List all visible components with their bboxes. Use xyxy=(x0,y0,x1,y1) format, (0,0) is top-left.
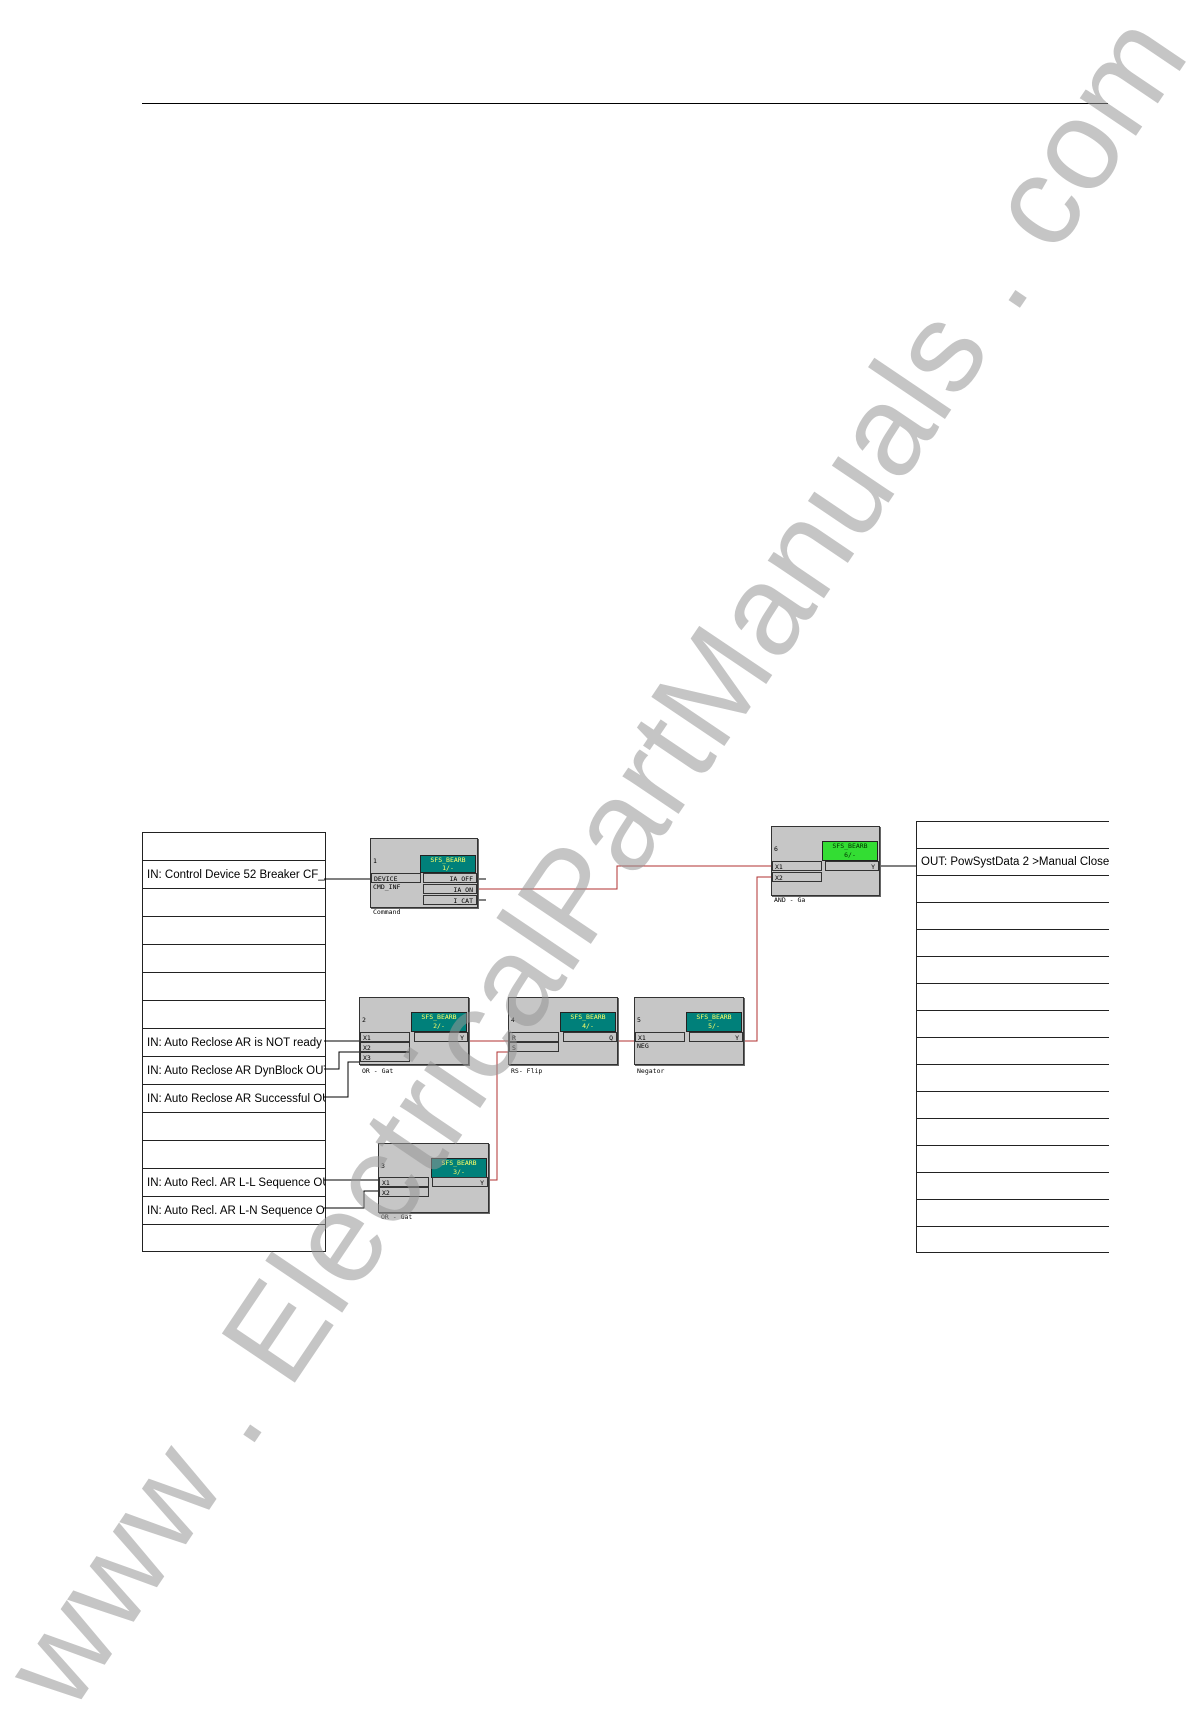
badge-index: 1/- xyxy=(442,864,454,872)
output-port[interactable]: I_CAT xyxy=(423,895,477,905)
input-port[interactable]: X3 xyxy=(360,1052,410,1062)
input-row xyxy=(143,944,325,972)
output-port[interactable]: Y xyxy=(825,861,879,871)
input-port[interactable]: R xyxy=(509,1032,559,1042)
output-port[interactable]: Y xyxy=(689,1032,743,1042)
output-row xyxy=(917,1091,1109,1118)
rs-flipflop-block[interactable]: 4 RS_FF RS- Flip SFS_BEARB 4/- R S Q xyxy=(508,997,618,1075)
input-row: IN: Auto Recl. AR L-N Sequence OUT xyxy=(143,1196,325,1224)
block-type: NEG xyxy=(637,1041,649,1050)
block-type: CMD_INF xyxy=(373,882,401,891)
wire-or3-to-rsff xyxy=(487,1051,510,1181)
output-row xyxy=(917,1145,1109,1172)
output-row xyxy=(917,1199,1109,1226)
input-signal-table: IN: Control Device 52 Breaker CF_D12 IN:… xyxy=(142,832,326,1252)
block-badge: SFS_BEARB 5/- xyxy=(686,1012,742,1032)
wire-ln-seq-to-or3 xyxy=(324,1190,380,1209)
input-row: IN: Auto Reclose AR DynBlock OUT xyxy=(143,1056,325,1084)
badge-label: SFS_BEARB xyxy=(696,1013,732,1021)
badge-index: 4/- xyxy=(582,1022,594,1030)
wire-successful-to-or2 xyxy=(324,1061,361,1098)
badge-label: SFS_BEARB xyxy=(430,856,466,864)
badge-index: 6/- xyxy=(844,851,856,859)
block-description: Command xyxy=(373,908,401,916)
output-row xyxy=(917,929,1109,956)
output-port[interactable]: Y xyxy=(432,1177,488,1187)
output-signal-table: OUT: PowSystData 2 >Manual Close SP xyxy=(916,821,1109,1253)
output-row xyxy=(917,1037,1109,1064)
input-row xyxy=(143,972,325,1000)
input-port[interactable]: X2 xyxy=(360,1042,410,1052)
block-header: 1 CMD_INF Command xyxy=(373,840,400,934)
output-port[interactable]: Y xyxy=(414,1032,468,1042)
output-row xyxy=(917,1172,1109,1199)
output-row xyxy=(917,1118,1109,1145)
header-rule xyxy=(142,103,1108,104)
input-row: IN: Auto Reclose AR Successful OUT xyxy=(143,1084,325,1112)
input-port[interactable]: X1 xyxy=(635,1032,685,1042)
output-row xyxy=(917,1064,1109,1091)
input-port[interactable]: X2 xyxy=(379,1187,429,1197)
block-badge: SFS_BEARB 3/- xyxy=(431,1158,487,1178)
or-gate-block-3[interactable]: 3 OR OR - Gat SFS_BEARB 3/- X1 X2 Y xyxy=(378,1143,489,1221)
wire-ia-on-to-and xyxy=(476,865,773,890)
block-description: Negator xyxy=(637,1067,665,1075)
output-port[interactable]: IA_ON xyxy=(423,884,477,894)
input-port[interactable]: DEVICE xyxy=(371,873,421,883)
output-row xyxy=(917,956,1109,983)
block-number: 2 xyxy=(362,1016,366,1024)
input-row xyxy=(143,888,325,916)
output-row xyxy=(917,983,1109,1010)
input-port[interactable]: S xyxy=(509,1042,559,1052)
input-row: IN: Auto Recl. AR L-L Sequence OUT xyxy=(143,1168,325,1196)
input-port[interactable]: X1 xyxy=(360,1032,410,1042)
block-number: 1 xyxy=(373,857,377,865)
input-row xyxy=(143,1140,325,1168)
input-port[interactable]: X1 xyxy=(772,861,822,871)
cmd-inf-block[interactable]: 1 CMD_INF Command SFS_BEARB 1/- DEVICE I… xyxy=(370,838,478,916)
input-row xyxy=(143,1224,325,1252)
badge-label: SFS_BEARB xyxy=(832,842,868,850)
output-row: OUT: PowSystData 2 >Manual Close SP xyxy=(917,848,1109,875)
output-row xyxy=(917,1010,1109,1037)
block-description: AND - Ga xyxy=(774,896,806,904)
output-port[interactable]: IA_OFF xyxy=(423,873,477,883)
block-description: OR - Gat xyxy=(362,1067,394,1075)
block-header: 5 NEG Negator xyxy=(637,999,664,1093)
or-gate-block-2[interactable]: 2 OR OR - Gat SFS_BEARB 2/- X1 X2 X3 Y xyxy=(359,997,469,1075)
input-row xyxy=(143,832,325,860)
wire-neg-to-and xyxy=(742,876,773,1042)
output-port[interactable]: Q xyxy=(563,1032,617,1042)
badge-index: 2/- xyxy=(433,1022,445,1030)
block-badge: SFS_BEARB 4/- xyxy=(560,1012,616,1032)
wire-dynblock-to-or2 xyxy=(324,1051,361,1070)
badge-label: SFS_BEARB xyxy=(441,1159,477,1167)
block-number: 4 xyxy=(511,1016,515,1024)
badge-index: 3/- xyxy=(453,1168,465,1176)
block-description: RS- Flip xyxy=(511,1067,543,1075)
block-badge: SFS_BEARB 6/- xyxy=(822,841,878,861)
badge-index: 5/- xyxy=(708,1022,720,1030)
block-badge: SFS_BEARB 2/- xyxy=(411,1012,467,1032)
output-row xyxy=(917,821,1109,848)
badge-label: SFS_BEARB xyxy=(570,1013,606,1021)
input-port[interactable]: X2 xyxy=(772,872,822,882)
negator-block[interactable]: 5 NEG Negator SFS_BEARB 5/- X1 Y xyxy=(634,997,744,1075)
block-number: 6 xyxy=(774,845,778,853)
input-row xyxy=(143,1000,325,1028)
input-row xyxy=(143,1112,325,1140)
input-row: IN: Auto Reclose AR is NOT ready OUT xyxy=(143,1028,325,1056)
and-gate-block[interactable]: 6 AND AND - Ga SFS_BEARB 6/- X1 X2 Y xyxy=(771,826,880,904)
output-row xyxy=(917,902,1109,929)
input-row: IN: Control Device 52 Breaker CF_D12 xyxy=(143,860,325,888)
block-number: 5 xyxy=(637,1016,641,1024)
output-row xyxy=(917,875,1109,902)
block-description: OR - Gat xyxy=(381,1213,413,1221)
output-row xyxy=(917,1226,1109,1253)
block-number: 3 xyxy=(381,1162,385,1170)
block-badge: SFS_BEARB 1/- xyxy=(420,855,476,873)
input-port[interactable]: X1 xyxy=(379,1177,429,1187)
input-row xyxy=(143,916,325,944)
badge-label: SFS_BEARB xyxy=(421,1013,457,1021)
